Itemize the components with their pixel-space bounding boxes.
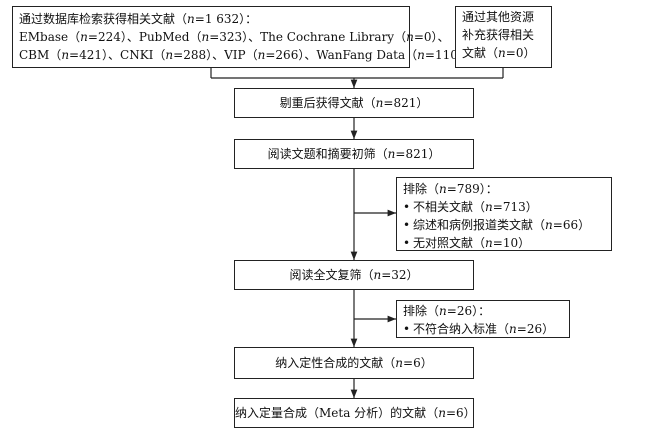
other-sources-line-2: 补充获得相关 <box>462 28 535 42</box>
exclusion-1-item: 综述和病例报道类文献（n=66） <box>403 216 605 234</box>
screening-label: 阅读文题和摘要初筛（n=821） <box>267 147 441 161</box>
exclusion-2-item: 不符合纳入标准（n=26） <box>403 320 563 338</box>
meta-analysis-box: 纳入定量合成（Meta 分析）的文献（n=6） <box>234 398 476 428</box>
exclusion-1-title: 排除（n=789）： <box>403 182 498 196</box>
exclusion-box-1: 排除（n=789）： 不相关文献（n=713） 综述和病例报道类文献（n=66）… <box>396 177 612 251</box>
qualitative-synthesis-box: 纳入定性合成的文献（n=6） <box>234 347 474 379</box>
exclusion-box-2: 排除（n=26）： 不符合纳入标准（n=26） <box>396 300 570 338</box>
exclusion-2-title: 排除（n=26）： <box>403 304 491 318</box>
fulltext-screening-box: 阅读全文复筛（n=32） <box>234 260 474 290</box>
meta-label: 纳入定量合成（Meta 分析）的文献（n=6） <box>235 406 476 420</box>
search-line-1: 通过数据库检索获得相关文献（n=1 632）： <box>19 12 258 26</box>
search-line-2: EMbase（n=224）、PubMed（n=323）、The Cochrane… <box>19 30 450 44</box>
database-search-box: 通过数据库检索获得相关文献（n=1 632）： EMbase（n=224）、Pu… <box>12 6 470 68</box>
title-abstract-screening-box: 阅读文题和摘要初筛（n=821） <box>234 139 474 169</box>
qualitative-label: 纳入定性合成的文献（n=6） <box>275 356 433 370</box>
dedup-box: 剔重后获得文献（n=821） <box>234 88 474 118</box>
other-sources-line-1: 通过其他资源 <box>462 10 535 24</box>
other-sources-line-3: 文献（n=0） <box>462 46 536 60</box>
fulltext-label: 阅读全文复筛（n=32） <box>289 268 419 282</box>
other-sources-box: 通过其他资源 补充获得相关 文献（n=0） <box>455 6 552 68</box>
dedup-label: 剔重后获得文献（n=821） <box>279 96 429 110</box>
exclusion-1-item: 无对照文献（n=10） <box>403 234 605 252</box>
search-line-3: CBM（n=421）、CNKI（n=288）、VIP（n=266）、WanFan… <box>19 48 470 62</box>
exclusion-1-item: 不相关文献（n=713） <box>403 198 605 216</box>
